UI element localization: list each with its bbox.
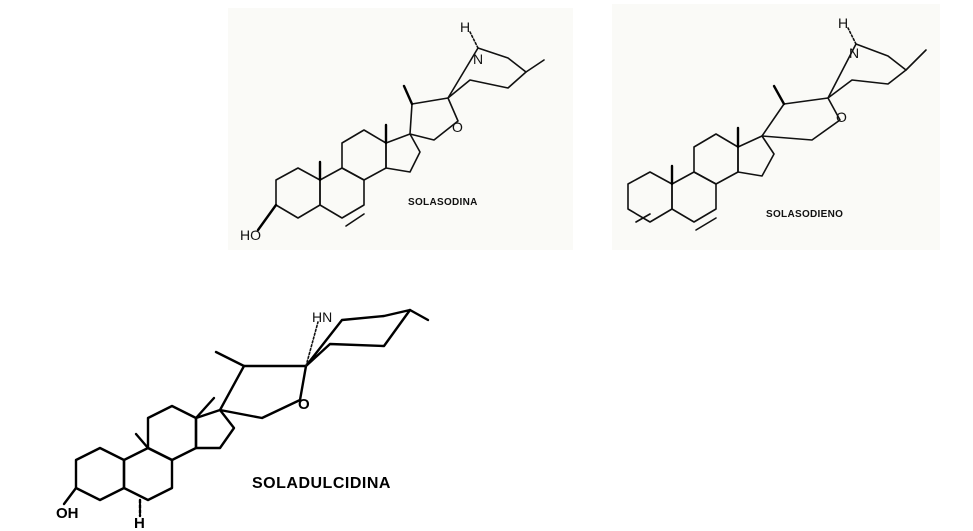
atom-hn: HN (312, 309, 332, 325)
compound-name-solasodina: SOLASODINA (408, 197, 478, 208)
ring-a (74, 446, 126, 502)
methyl-f (525, 59, 545, 73)
methyl-21 (214, 350, 246, 368)
methyl-f (905, 49, 927, 71)
atom-o: O (298, 396, 310, 413)
nh-bond (847, 27, 857, 45)
ring-e (218, 364, 308, 420)
nh-bond (469, 31, 479, 49)
soladulcidina-structure: HN O OH H SOLADULCIDINA (56, 308, 430, 531)
methyl-21 (772, 84, 786, 106)
solasodieno-structure: H N O SOLASODIENO (612, 4, 940, 250)
atom-ho: HO (240, 227, 261, 243)
methyl-10 (134, 432, 150, 450)
ring-d (737, 135, 775, 177)
atom-n: N (849, 45, 859, 61)
double-bond-a (635, 213, 651, 223)
scan-background (612, 4, 940, 250)
solasodina-structure: H N O HO SOLASODINA (228, 8, 573, 250)
atom-h: H (460, 19, 470, 35)
nh-bond (305, 321, 319, 367)
ring-e (409, 97, 459, 141)
atom-o: O (836, 109, 847, 125)
compound-name-solasodieno: SOLASODIENO (766, 209, 843, 220)
compound-name-soladulcidina: SOLADULCIDINA (252, 475, 391, 492)
methyl-13 (194, 396, 216, 420)
hydroxyl-bond (62, 486, 78, 506)
atom-h: H (838, 15, 848, 31)
ring-e (761, 97, 841, 141)
methyl-f (408, 308, 430, 322)
double-bond-b (695, 217, 717, 231)
methyl-21 (402, 84, 414, 106)
ring-d (385, 133, 421, 173)
atom-o: O (452, 119, 463, 135)
hydroxyl-bond (256, 203, 278, 232)
atom-h: H (134, 515, 145, 531)
scan-background (228, 8, 573, 250)
ring-c (146, 404, 198, 462)
double-bond-b (345, 213, 365, 227)
atom-oh: OH (56, 505, 79, 522)
ring-d (194, 408, 236, 450)
atom-n: N (473, 51, 483, 67)
